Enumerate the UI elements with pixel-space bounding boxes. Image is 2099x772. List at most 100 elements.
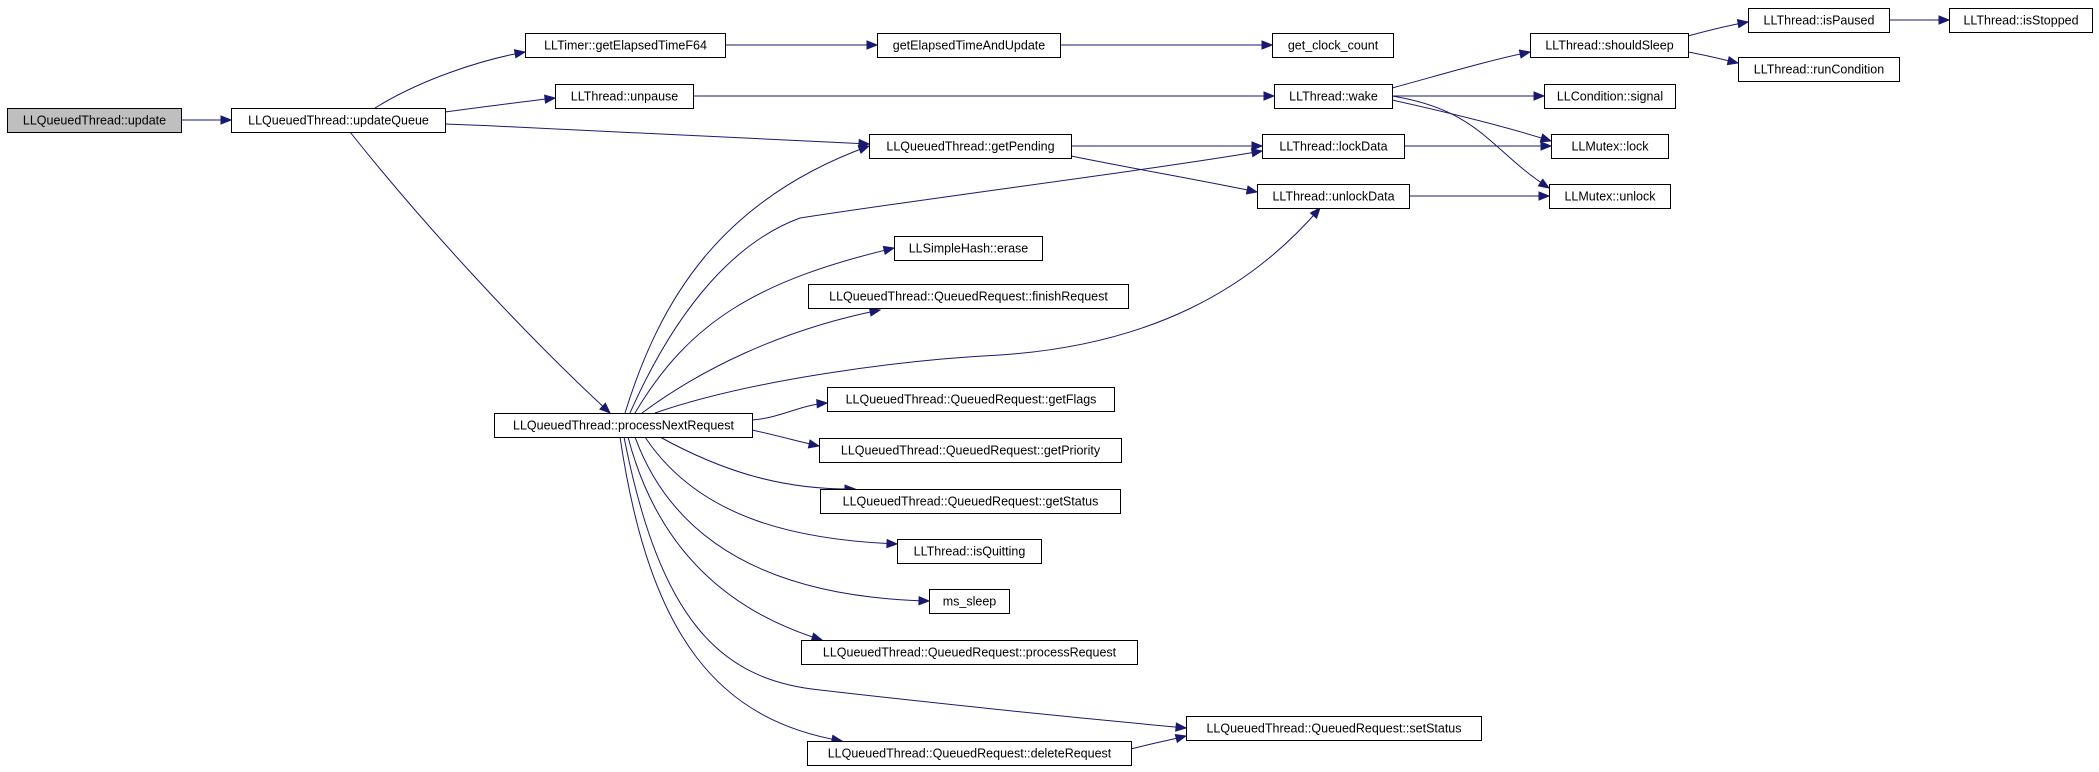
- edge-updatequeue-to-getpending: [444, 123, 870, 145]
- node-box[interactable]: [1544, 84, 1676, 109]
- node-box[interactable]: [1549, 184, 1671, 209]
- arrowhead-update-to-updatequeue: [220, 115, 233, 125]
- node-processnextrequest[interactable]: LLQueuedThread::processNextRequest: [494, 413, 753, 438]
- arrowhead-wake-to-signal: [1533, 91, 1546, 101]
- node-box[interactable]: [1272, 33, 1394, 58]
- node-finishrequest[interactable]: LLQueuedThread::QueuedRequest::finishReq…: [808, 284, 1129, 309]
- arrowhead-unpause-to-wake: [1263, 91, 1276, 101]
- node-box[interactable]: [525, 33, 726, 58]
- node-getflags[interactable]: LLQueuedThread::QueuedRequest::getFlags: [827, 387, 1115, 412]
- node-label: LLQueuedThread::getPending: [886, 139, 1054, 153]
- node-box[interactable]: [877, 33, 1061, 58]
- node-box[interactable]: [1551, 134, 1669, 159]
- edge-updatequeue-to-getelapsedtimef64: [374, 51, 526, 109]
- node-box[interactable]: [231, 108, 446, 133]
- node-box[interactable]: [1262, 134, 1405, 159]
- node-box[interactable]: [1748, 8, 1890, 33]
- arrowhead-updatequeue-to-unpause: [544, 94, 557, 104]
- arrowhead-deleterequest-to-setstatus: [1174, 733, 1188, 744]
- node-box[interactable]: [1274, 84, 1393, 109]
- node-box[interactable]: [1257, 184, 1410, 209]
- node-box[interactable]: [494, 413, 753, 438]
- graph-edges: [181, 15, 1951, 750]
- node-mutexlock[interactable]: LLMutex::lock: [1551, 134, 1669, 159]
- node-mutexunlock[interactable]: LLMutex::unlock: [1549, 184, 1671, 209]
- node-ispaused[interactable]: LLThread::isPaused: [1748, 8, 1890, 33]
- arrowhead-processnextrequest-to-isquitting: [886, 538, 899, 549]
- node-label: LLThread::isPaused: [1764, 13, 1875, 27]
- node-shouldsleep[interactable]: LLThread::shouldSleep: [1530, 33, 1689, 58]
- arrowhead-processnextrequest-to-erase: [882, 245, 896, 256]
- node-unpause[interactable]: LLThread::unpause: [555, 84, 694, 109]
- edge-processnextrequest-to-finishrequest: [641, 309, 881, 414]
- node-label: LLQueuedThread::QueuedRequest::getFlags: [846, 392, 1097, 406]
- node-isquitting[interactable]: LLThread::isQuitting: [897, 539, 1042, 564]
- node-runcondition[interactable]: LLThread::runCondition: [1738, 57, 1900, 82]
- edge-updatequeue-to-unpause: [444, 97, 556, 113]
- arrowhead-wake-to-mutexunlock: [1537, 178, 1551, 189]
- graph-nodes: LLQueuedThread::update LLQueuedThread::up…: [7, 8, 2093, 766]
- arrowhead-processnextrequest-to-getflags: [816, 399, 829, 409]
- node-label: LLTimer::getElapsedTimeF64: [544, 38, 707, 52]
- node-lockdata[interactable]: LLThread::lockData: [1262, 134, 1405, 159]
- node-box[interactable]: [801, 640, 1138, 665]
- node-updatequeue[interactable]: LLQueuedThread::updateQueue: [231, 108, 446, 133]
- node-signal[interactable]: LLCondition::signal: [1544, 84, 1676, 109]
- arrowhead-processnextrequest-to-processrequest: [810, 632, 824, 642]
- edge-processnextrequest-to-ms-sleep: [634, 436, 930, 602]
- node-getstatus[interactable]: LLQueuedThread::QueuedRequest::getStatus: [820, 489, 1121, 514]
- node-get-clock-count[interactable]: get_clock_count: [1272, 33, 1394, 58]
- node-erase[interactable]: LLSimpleHash::erase: [894, 236, 1043, 261]
- arrowhead-processnextrequest-to-getpriority: [807, 439, 821, 449]
- edge-updatequeue-to-processnextrequest: [349, 131, 611, 414]
- node-processrequest[interactable]: LLQueuedThread::QueuedRequest::processRe…: [801, 640, 1138, 665]
- node-box[interactable]: [7, 108, 182, 133]
- node-update[interactable]: LLQueuedThread::update: [7, 108, 182, 133]
- node-label: LLSimpleHash::erase: [909, 241, 1029, 255]
- node-label: getElapsedTimeAndUpdate: [893, 38, 1045, 52]
- node-getpending[interactable]: LLQueuedThread::getPending: [869, 134, 1072, 159]
- edge-processnextrequest-to-getstatus: [659, 436, 856, 490]
- node-box[interactable]: [1738, 57, 1900, 82]
- node-box[interactable]: [820, 489, 1121, 514]
- node-box[interactable]: [894, 236, 1043, 261]
- node-unlockdata[interactable]: LLThread::unlockData: [1257, 184, 1410, 209]
- node-box[interactable]: [1530, 33, 1689, 58]
- arrowhead-updatequeue-to-getelapsedtimef64: [513, 49, 527, 59]
- edge-processnextrequest-to-unlockdata: [654, 207, 1321, 414]
- node-getelapsedtimeandupdate[interactable]: getElapsedTimeAndUpdate: [877, 33, 1061, 58]
- node-box[interactable]: [929, 589, 1010, 614]
- node-box[interactable]: [555, 84, 694, 109]
- arrowhead-processnextrequest-to-finishrequest: [868, 307, 882, 317]
- node-deleterequest[interactable]: LLQueuedThread::QueuedRequest::deleteReq…: [807, 741, 1132, 766]
- node-label: LLMutex::lock: [1571, 139, 1649, 153]
- node-box[interactable]: [819, 438, 1122, 463]
- node-label: LLThread::unpause: [571, 89, 679, 103]
- node-box[interactable]: [869, 134, 1072, 159]
- node-box[interactable]: [897, 539, 1042, 564]
- node-setstatus[interactable]: LLQueuedThread::QueuedRequest::setStatus: [1186, 716, 1482, 741]
- node-label: LLThread::shouldSleep: [1545, 38, 1673, 52]
- node-box[interactable]: [1949, 8, 2093, 33]
- node-box[interactable]: [1186, 716, 1482, 741]
- node-label: LLQueuedThread::processNextRequest: [513, 418, 734, 432]
- node-box[interactable]: [827, 387, 1115, 412]
- node-getelapsedtimef64[interactable]: LLTimer::getElapsedTimeF64: [525, 33, 726, 58]
- node-label: LLThread::isStopped: [1963, 13, 2078, 27]
- node-box[interactable]: [807, 741, 1132, 766]
- node-getpriority[interactable]: LLQueuedThread::QueuedRequest::getPriori…: [819, 438, 1122, 463]
- node-label: LLThread::unlockData: [1272, 189, 1394, 203]
- node-label: LLThread::lockData: [1279, 139, 1387, 153]
- node-label: LLMutex::unlock: [1564, 189, 1656, 203]
- arrowhead-processnextrequest-to-getpending: [857, 145, 871, 155]
- node-label: LLQueuedThread::QueuedRequest::getPriori…: [841, 443, 1101, 457]
- arrowhead-lockdata-to-mutexlock: [1540, 141, 1553, 151]
- node-wake[interactable]: LLThread::wake: [1274, 84, 1393, 109]
- node-ms-sleep[interactable]: ms_sleep: [929, 589, 1010, 614]
- node-label: LLQueuedThread::QueuedRequest::setStatus: [1206, 721, 1461, 735]
- node-isstopped[interactable]: LLThread::isStopped: [1949, 8, 2093, 33]
- node-label: get_clock_count: [1288, 38, 1379, 52]
- node-label: LLQueuedThread::QueuedRequest::processRe…: [823, 645, 1117, 659]
- edge-processnextrequest-to-erase: [634, 247, 895, 414]
- node-box[interactable]: [808, 284, 1129, 309]
